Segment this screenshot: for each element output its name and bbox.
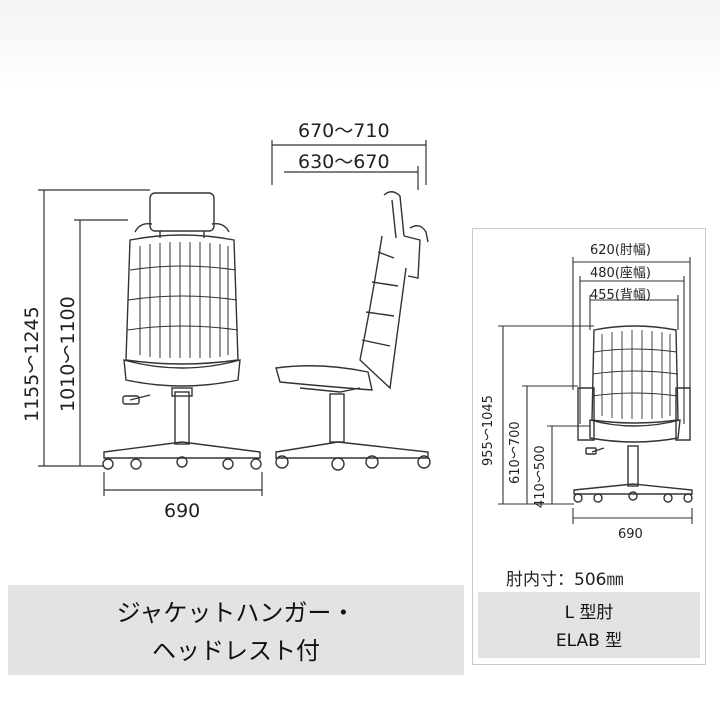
side-chair-drawing xyxy=(275,191,431,471)
right-base-width-label: 690 xyxy=(618,527,643,542)
right-caption-box: L 型肘 ELAB 型 xyxy=(478,592,700,658)
type-line-1: L 型肘 xyxy=(564,603,614,623)
base-width-label: 690 xyxy=(164,500,201,522)
total-height-label: 1155～1245 xyxy=(21,306,43,422)
front-chair-drawing xyxy=(102,192,262,470)
top-width-inner-label: 630～670 xyxy=(298,151,390,173)
left-dimension-lines xyxy=(38,140,427,496)
arm-width-label: 620(肘幅) xyxy=(590,243,651,258)
caption-line-2: ヘッドレスト付 xyxy=(152,637,320,665)
seat-height-label: 410～500 xyxy=(533,445,548,508)
type-line-2: ELAB 型 xyxy=(555,631,623,651)
right-total-height-label: 955～1045 xyxy=(481,395,496,466)
arm-inner-label: 肘内寸：506㎜ xyxy=(506,570,624,590)
armchair-drawing xyxy=(573,325,693,503)
left-caption-box: ジャケットハンガー・ ヘッドレスト付 xyxy=(8,585,464,675)
caption-line-1: ジャケットハンガー・ xyxy=(116,599,356,627)
back-width-label: 455(背幅) xyxy=(590,288,651,303)
background-band xyxy=(0,0,720,90)
back-height-label: 1010～1100 xyxy=(57,296,79,412)
right-dimension-lines xyxy=(498,257,693,524)
top-width-outer-label: 670～710 xyxy=(298,120,390,142)
seat-width-label: 480(座幅) xyxy=(590,266,651,281)
arm-height-label: 610～700 xyxy=(508,421,523,484)
